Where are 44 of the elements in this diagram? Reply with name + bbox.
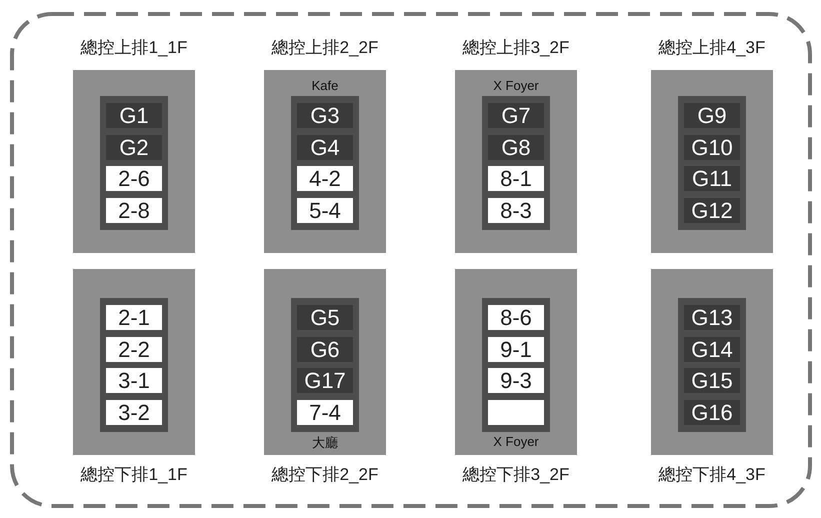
- switch-label: G13: [684, 305, 740, 330]
- switch-label: G5: [297, 305, 353, 330]
- switch-label: 9-3: [488, 368, 544, 393]
- panel-title: 總控上排2_2F: [270, 37, 380, 59]
- switch-label: G16: [684, 400, 740, 424]
- panel-title: 總控下排4_3F: [658, 464, 766, 486]
- switch-label: G17: [297, 368, 353, 393]
- location-caption: X Foyer: [492, 78, 540, 93]
- switch-label: G7: [488, 103, 544, 128]
- switch-label: 3-2: [106, 400, 162, 424]
- panel-title: 總控下排1_1F: [80, 464, 188, 486]
- switch-label: 4-2: [297, 166, 353, 191]
- switch-label: G9: [684, 103, 740, 128]
- switch-label: G3: [297, 103, 353, 128]
- panel-title: 總控下排3_2F: [462, 464, 570, 486]
- location-caption: 大廳: [311, 434, 339, 452]
- switch-label: 7-4: [297, 400, 353, 424]
- switch-label: 8-1: [488, 166, 544, 191]
- switch-label: G10: [684, 134, 740, 160]
- switch-label: 2-8: [106, 198, 162, 222]
- panel-title: 總控上排4_3F: [658, 37, 766, 59]
- switch-label: G6: [297, 336, 353, 362]
- switch-label: G1: [106, 103, 162, 128]
- switch-label: G12: [684, 198, 740, 222]
- switch-label: G4: [297, 134, 353, 160]
- panel-title: 總控下排2_2F: [270, 464, 380, 486]
- panel-title: 總控上排1_1F: [80, 37, 188, 59]
- switch-label: 3-1: [106, 368, 162, 393]
- switch-label: G15: [684, 368, 740, 393]
- switch-label: G11: [684, 166, 740, 191]
- switch-label: 2-2: [106, 336, 162, 362]
- panel-title: 總控上排3_2F: [462, 37, 570, 59]
- switch-label: 9-1: [488, 336, 544, 362]
- location-caption: Kafe: [310, 78, 340, 93]
- blank-switch: [488, 400, 544, 424]
- switch-label: 2-1: [106, 305, 162, 330]
- switch-label: G8: [488, 134, 544, 160]
- switch-label: 2-6: [106, 166, 162, 191]
- switch-label: G2: [106, 134, 162, 160]
- switch-label: G14: [684, 336, 740, 362]
- switch-label: 8-6: [488, 305, 544, 330]
- location-caption: X Foyer: [492, 434, 540, 449]
- switch-label: 5-4: [297, 198, 353, 222]
- switch-label: 8-3: [488, 198, 544, 222]
